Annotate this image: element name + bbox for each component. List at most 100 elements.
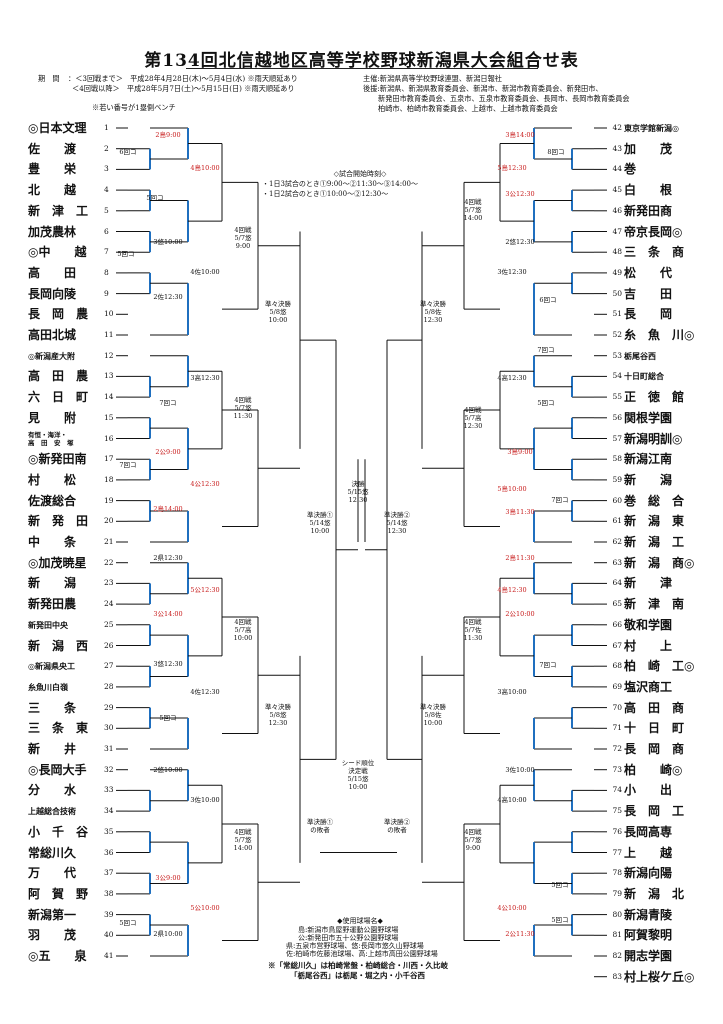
team-name: 新発田商 — [624, 203, 673, 218]
team-name: 小 千 谷 — [28, 824, 89, 839]
team-number: 51 — [612, 309, 622, 319]
round-label: 準決勝① の敗者 — [307, 818, 333, 834]
team-number: 23 — [104, 578, 114, 588]
team-number: 58 — [612, 454, 622, 464]
team-number: 66 — [612, 619, 622, 629]
game-label: 3高10:00 — [497, 688, 527, 696]
team-name: 開志学園 — [624, 949, 673, 963]
team-name: 村上桜ケ丘◎ — [624, 969, 695, 984]
organizers-line-3: 新発田市教育委員会、五泉市、五泉市教育委員会、長岡市、長岡市教育委員会 — [378, 94, 630, 103]
game-label: 4公12:30 — [190, 480, 220, 488]
game-label: 3島14:00 — [505, 131, 535, 139]
team-number: 53 — [612, 350, 622, 360]
team-number: 33 — [104, 785, 114, 795]
team-number: 54 — [612, 371, 622, 381]
team-number: 9 — [104, 288, 109, 298]
team-number: 62 — [612, 537, 622, 546]
team-name: 六 日 町 — [28, 390, 89, 405]
game-label: 4佐10:00 — [190, 268, 220, 276]
team-name: 巻 総 合 — [624, 493, 685, 508]
round-label: 4回戦 5/7佐 11:30 — [463, 618, 483, 642]
team-name: 村 上 — [624, 638, 673, 653]
team-name: 阿賀黎明 — [624, 928, 673, 943]
team-name: 栃尾谷西 — [624, 350, 656, 361]
team-number: 25 — [104, 619, 114, 629]
game-label: 5島12:30 — [497, 164, 527, 172]
team-number: 43 — [612, 143, 622, 153]
team-name: 長岡高専 — [624, 824, 673, 839]
team-number: 3 — [104, 164, 109, 174]
team-number: 76 — [612, 826, 622, 836]
team-name: 上 越 — [624, 845, 673, 860]
start-times-line-1: ・1日3試合のとき①9:00〜②11:30〜③14:00〜 — [262, 180, 418, 188]
game-label: 7回コ — [159, 399, 177, 407]
period-label: 期 間 — [38, 74, 60, 83]
team-name: 帝京長岡◎ — [624, 224, 683, 239]
team-name: 小 出 — [624, 783, 673, 798]
team-number: 11 — [104, 330, 114, 339]
team-number: 27 — [104, 661, 114, 671]
team-name: 十日町総合 — [624, 371, 664, 382]
team-name: 柏 崎◎ — [624, 762, 683, 777]
round-label: 4回戦 5/7高 12:30 — [463, 406, 483, 430]
team-name: 新 潟 商◎ — [624, 555, 695, 570]
venues-line-1: 島:新潟市鳥屋野運動公園野球場 — [298, 926, 399, 934]
game-label: 5回コ — [146, 194, 164, 202]
team-number: 65 — [612, 599, 622, 609]
game-label: 5回コ — [551, 916, 569, 924]
team-number: 55 — [612, 392, 622, 402]
team-name: 高田北城 — [28, 328, 77, 342]
team-name: 糸魚川白嶺 — [28, 681, 68, 692]
team-number: 57 — [612, 433, 622, 443]
game-label: 7回コ — [539, 661, 557, 669]
team-name: 常総川久 — [28, 845, 77, 860]
game-label: 5回コ — [117, 250, 135, 258]
period-line-1: ：＜3回戦まで＞ 平成28年4月28日(木)〜5月4日(水) ※雨天順延あり — [68, 74, 298, 83]
team-number: 13 — [104, 371, 114, 381]
team-number: 52 — [612, 330, 622, 339]
team-number: 15 — [104, 412, 114, 422]
team-number: 67 — [612, 640, 622, 650]
team-name: 十 日 町 — [624, 721, 685, 736]
team-name: 塩沢商工 — [624, 679, 673, 694]
round-label: 決勝 5/15悠 12:30 — [347, 480, 369, 504]
team-name: 新 津 工 — [28, 203, 89, 218]
game-label: 3島11:30 — [505, 508, 535, 516]
team-number: 61 — [612, 516, 622, 526]
team-name: 東京学館新潟◎ — [624, 123, 679, 133]
team-number: 59 — [612, 474, 622, 484]
team-number: 32 — [104, 764, 114, 774]
game-label: 4島12:30 — [497, 586, 527, 594]
team-name: 有恒・海洋・ 高 田 安 塚 — [28, 430, 74, 447]
team-number: 71 — [612, 723, 622, 733]
team-number: 45 — [612, 185, 622, 195]
team-name: 糸 魚 川◎ — [624, 328, 695, 342]
game-label: 2公10:00 — [505, 610, 535, 618]
team-name: ◎日本文理 — [28, 121, 87, 135]
team-number: 64 — [612, 578, 622, 588]
team-number: 22 — [104, 557, 114, 567]
team-name: 長岡向陵 — [28, 286, 77, 301]
round-label: 準々決勝 5/8悠 12:30 — [265, 703, 291, 727]
team-name: 三 条 — [28, 700, 77, 715]
game-label: 5公12:30 — [190, 586, 220, 594]
team-name: 正 徳 館 — [624, 390, 685, 405]
team-name: 万 代 — [28, 866, 77, 881]
game-label: 3高12:30 — [190, 374, 220, 382]
game-label: 5公10:00 — [190, 904, 220, 912]
team-name: ◎五 泉 — [28, 949, 87, 963]
team-number: 60 — [612, 495, 622, 505]
venues-title: ◆使用球場名◆ — [337, 917, 383, 925]
team-name: 阿 賀 野 — [28, 886, 89, 901]
game-label: 2公11:30 — [505, 930, 535, 938]
team-name: 新 津 — [624, 576, 673, 591]
team-number: 80 — [612, 909, 622, 919]
game-label: 2島9:00 — [155, 131, 181, 139]
team-number: 49 — [612, 267, 622, 277]
team-number: 20 — [104, 516, 114, 526]
venues-line-4: 佐:柏崎市佐藤池球場、高:上越市高田公園野球場 — [286, 950, 438, 958]
team-number: 47 — [612, 226, 622, 236]
game-label: 7回コ — [119, 461, 137, 469]
round-label: 4回戦 5/7悠 9:00 — [464, 828, 482, 852]
